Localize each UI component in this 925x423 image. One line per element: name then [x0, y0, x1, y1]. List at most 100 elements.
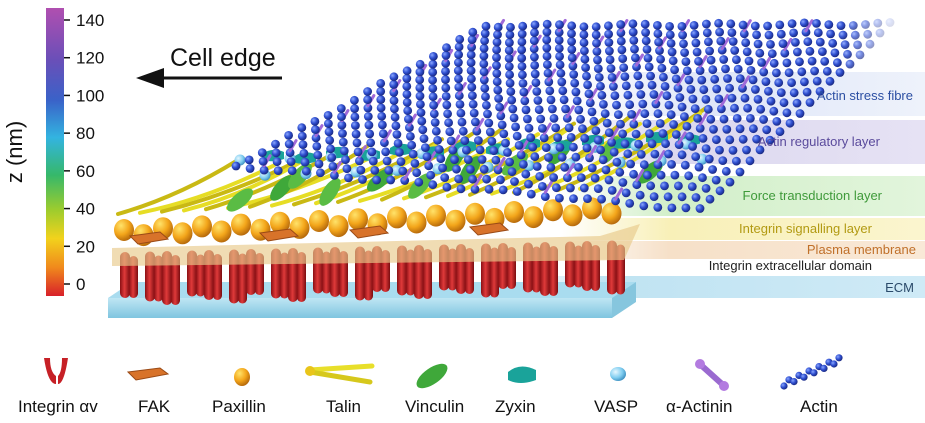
talin-rod: [116, 158, 240, 216]
actin-bead: [542, 43, 552, 53]
actin-bead: [521, 169, 531, 179]
actin-bead: [625, 100, 635, 110]
actin-bead: [735, 74, 745, 83]
actin-bead: [462, 145, 471, 155]
actin-bead: [647, 80, 657, 90]
integrin-unit: [154, 255, 163, 302]
actin-bead: [666, 39, 676, 48]
actin-bead: [593, 184, 603, 194]
actin-bead: [501, 138, 510, 148]
actin-bead: [538, 123, 547, 133]
actin-bead: [245, 164, 255, 173]
actin-bead: [480, 29, 490, 38]
actin-bead: [512, 131, 522, 141]
actin-bead: [505, 78, 515, 88]
actin-bead: [487, 136, 497, 146]
actin-bead: [566, 133, 576, 142]
actin-bead: [615, 167, 625, 177]
actin-bead: [445, 127, 455, 137]
actin-bead: [519, 160, 528, 169]
actinin-unit: [475, 118, 485, 132]
actin-bead: [258, 156, 268, 166]
actin-bead: [376, 95, 386, 104]
actin-bead: [609, 147, 619, 157]
actin-bead: [509, 113, 519, 123]
actin-bead: [376, 103, 386, 113]
actin-bead: [368, 156, 378, 166]
actin-bead: [480, 36, 489, 46]
actin-bead: [298, 140, 308, 150]
paxillin-unit: [309, 210, 329, 232]
actin-bead: [813, 28, 823, 38]
actin-bead: [787, 78, 796, 88]
integrin-unit: [196, 254, 205, 297]
actin-bead: [681, 203, 691, 213]
actin-bead: [679, 39, 688, 49]
actinin-unit: [632, 108, 642, 122]
actin-bead: [410, 159, 420, 168]
actinin-unit: [382, 129, 392, 143]
actin-bead: [572, 96, 582, 106]
actin-bead: [384, 166, 394, 175]
actin-bead: [492, 45, 501, 55]
actin-bead: [684, 75, 694, 85]
actin-bead: [764, 30, 774, 40]
actin-bead: [735, 167, 745, 177]
actin-bead: [538, 182, 547, 191]
actin-bead: [623, 90, 633, 100]
actin-bead: [620, 139, 630, 149]
actin-bead: [326, 144, 335, 154]
actin-bead: [569, 142, 578, 152]
actin-bead: [481, 21, 491, 31]
actin-bead: [812, 19, 821, 28]
actin-bead: [580, 46, 589, 56]
actin-bead: [402, 66, 412, 76]
actin-bead: [680, 48, 689, 57]
actin-bead: [448, 145, 458, 155]
actin-bead: [589, 116, 599, 126]
actin-bead: [460, 136, 470, 146]
actin-bead: [742, 47, 752, 57]
actin-bead: [733, 64, 743, 74]
actin-bead: [370, 166, 380, 175]
actin-bead: [695, 123, 705, 133]
actin-icon-bead: [820, 364, 828, 372]
paxillin-icon: [234, 368, 250, 386]
actin-bead: [576, 173, 586, 183]
actin-bead: [835, 68, 845, 77]
actin-bead: [730, 46, 740, 55]
actin-bead: [381, 147, 391, 157]
actin-bead: [755, 48, 765, 58]
actin-bead: [526, 189, 536, 199]
legend-label-actin: Actin: [800, 397, 838, 416]
actinin-unit: [741, 75, 751, 89]
actin-bead: [769, 106, 779, 116]
actin-bead: [416, 108, 426, 117]
actin-bead: [749, 124, 758, 134]
actin-bead: [605, 46, 614, 56]
actin-bead: [338, 137, 348, 147]
actin-bead: [390, 112, 400, 122]
actin-bead: [475, 145, 485, 155]
integrin-unit: [238, 253, 247, 304]
actin-bead: [715, 145, 724, 155]
actin-bead: [875, 28, 885, 38]
actin-bead: [670, 65, 679, 75]
actin-bead: [311, 125, 320, 134]
actin-bead: [810, 66, 819, 76]
actin-bead: [681, 57, 691, 66]
actin-bead: [687, 182, 697, 192]
actin-bead: [631, 53, 640, 63]
actin-bead: [446, 136, 456, 146]
actin-bead: [441, 51, 451, 60]
actin-bead: [517, 53, 527, 63]
actin-bead: [695, 204, 705, 213]
actin-bead: [450, 155, 459, 165]
actin-bead: [616, 119, 625, 129]
integrin-unit: [171, 255, 180, 305]
actin-bead: [647, 139, 657, 149]
actin-bead: [873, 18, 883, 28]
actin-bead: [591, 22, 601, 32]
actin-bead: [491, 155, 501, 165]
actin-icon-bead: [835, 354, 843, 362]
